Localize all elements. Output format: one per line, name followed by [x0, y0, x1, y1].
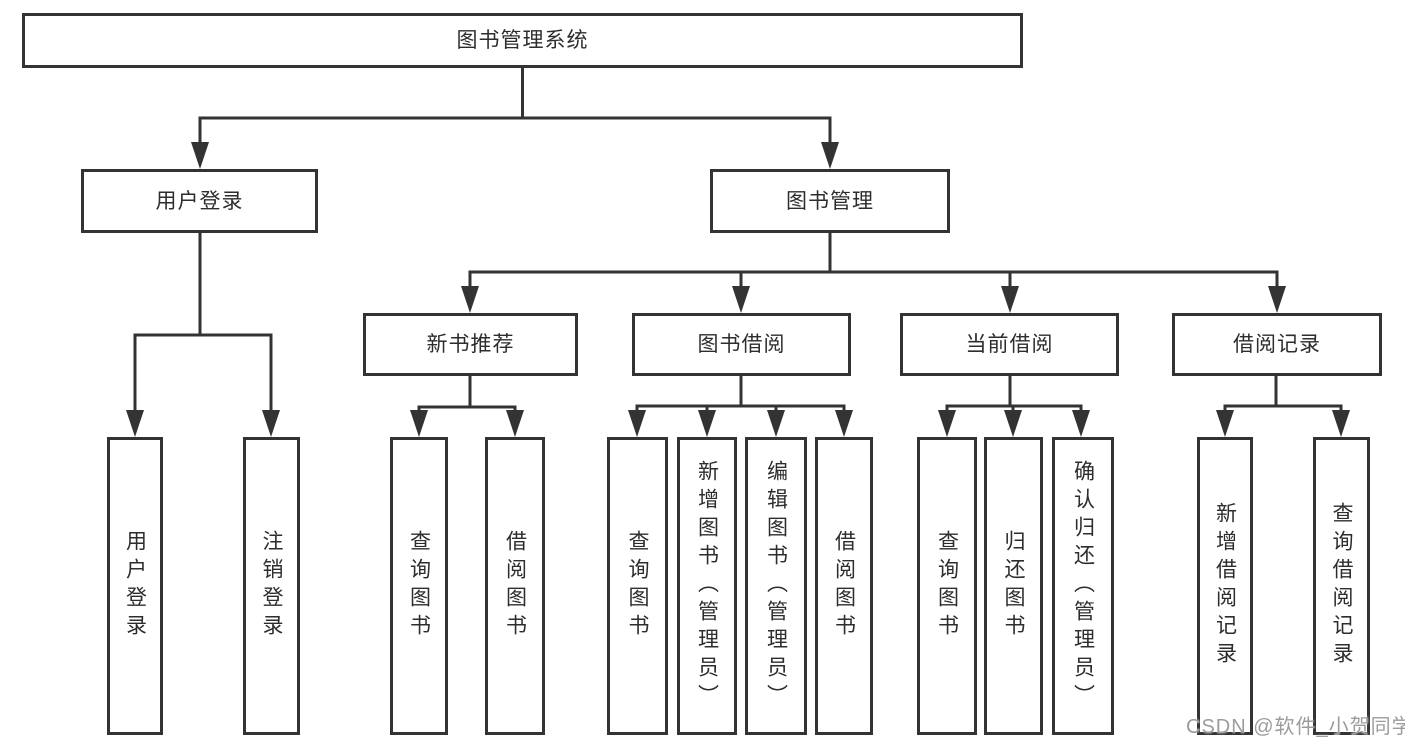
node-new-book-recommend: 新书推荐 [363, 313, 578, 376]
node-current-borrow: 当前借阅 [900, 313, 1119, 376]
leaf-records-add-record: 新增借阅记录 [1197, 437, 1253, 735]
leaf-user-login: 用户登录 [107, 437, 163, 735]
node-user-login: 用户登录 [81, 169, 318, 233]
leaf-current-return-books: 归还图书 [984, 437, 1043, 735]
leaf-newbook-borrow-books: 借阅图书 [485, 437, 545, 735]
node-book-borrow: 图书借阅 [632, 313, 851, 376]
leaf-newbook-query-books: 查询图书 [390, 437, 448, 735]
node-book-management: 图书管理 [710, 169, 950, 233]
leaf-borrow-add-books-admin: 新增图书（管理员） [677, 437, 737, 735]
leaf-borrow-query-books: 查询图书 [607, 437, 668, 735]
leaf-borrow-borrow-books: 借阅图书 [815, 437, 873, 735]
node-root: 图书管理系统 [22, 13, 1023, 68]
leaf-records-query-record: 查询借阅记录 [1313, 437, 1370, 735]
leaf-current-confirm-return-admin: 确认归还（管理员） [1052, 437, 1114, 735]
leaf-current-query-books: 查询图书 [917, 437, 977, 735]
leaf-logout: 注销登录 [243, 437, 300, 735]
node-borrow-records: 借阅记录 [1172, 313, 1382, 376]
watermark: CSDN @软件_小贺同学 [1186, 716, 1405, 738]
leaf-borrow-edit-books-admin: 编辑图书（管理员） [745, 437, 807, 735]
